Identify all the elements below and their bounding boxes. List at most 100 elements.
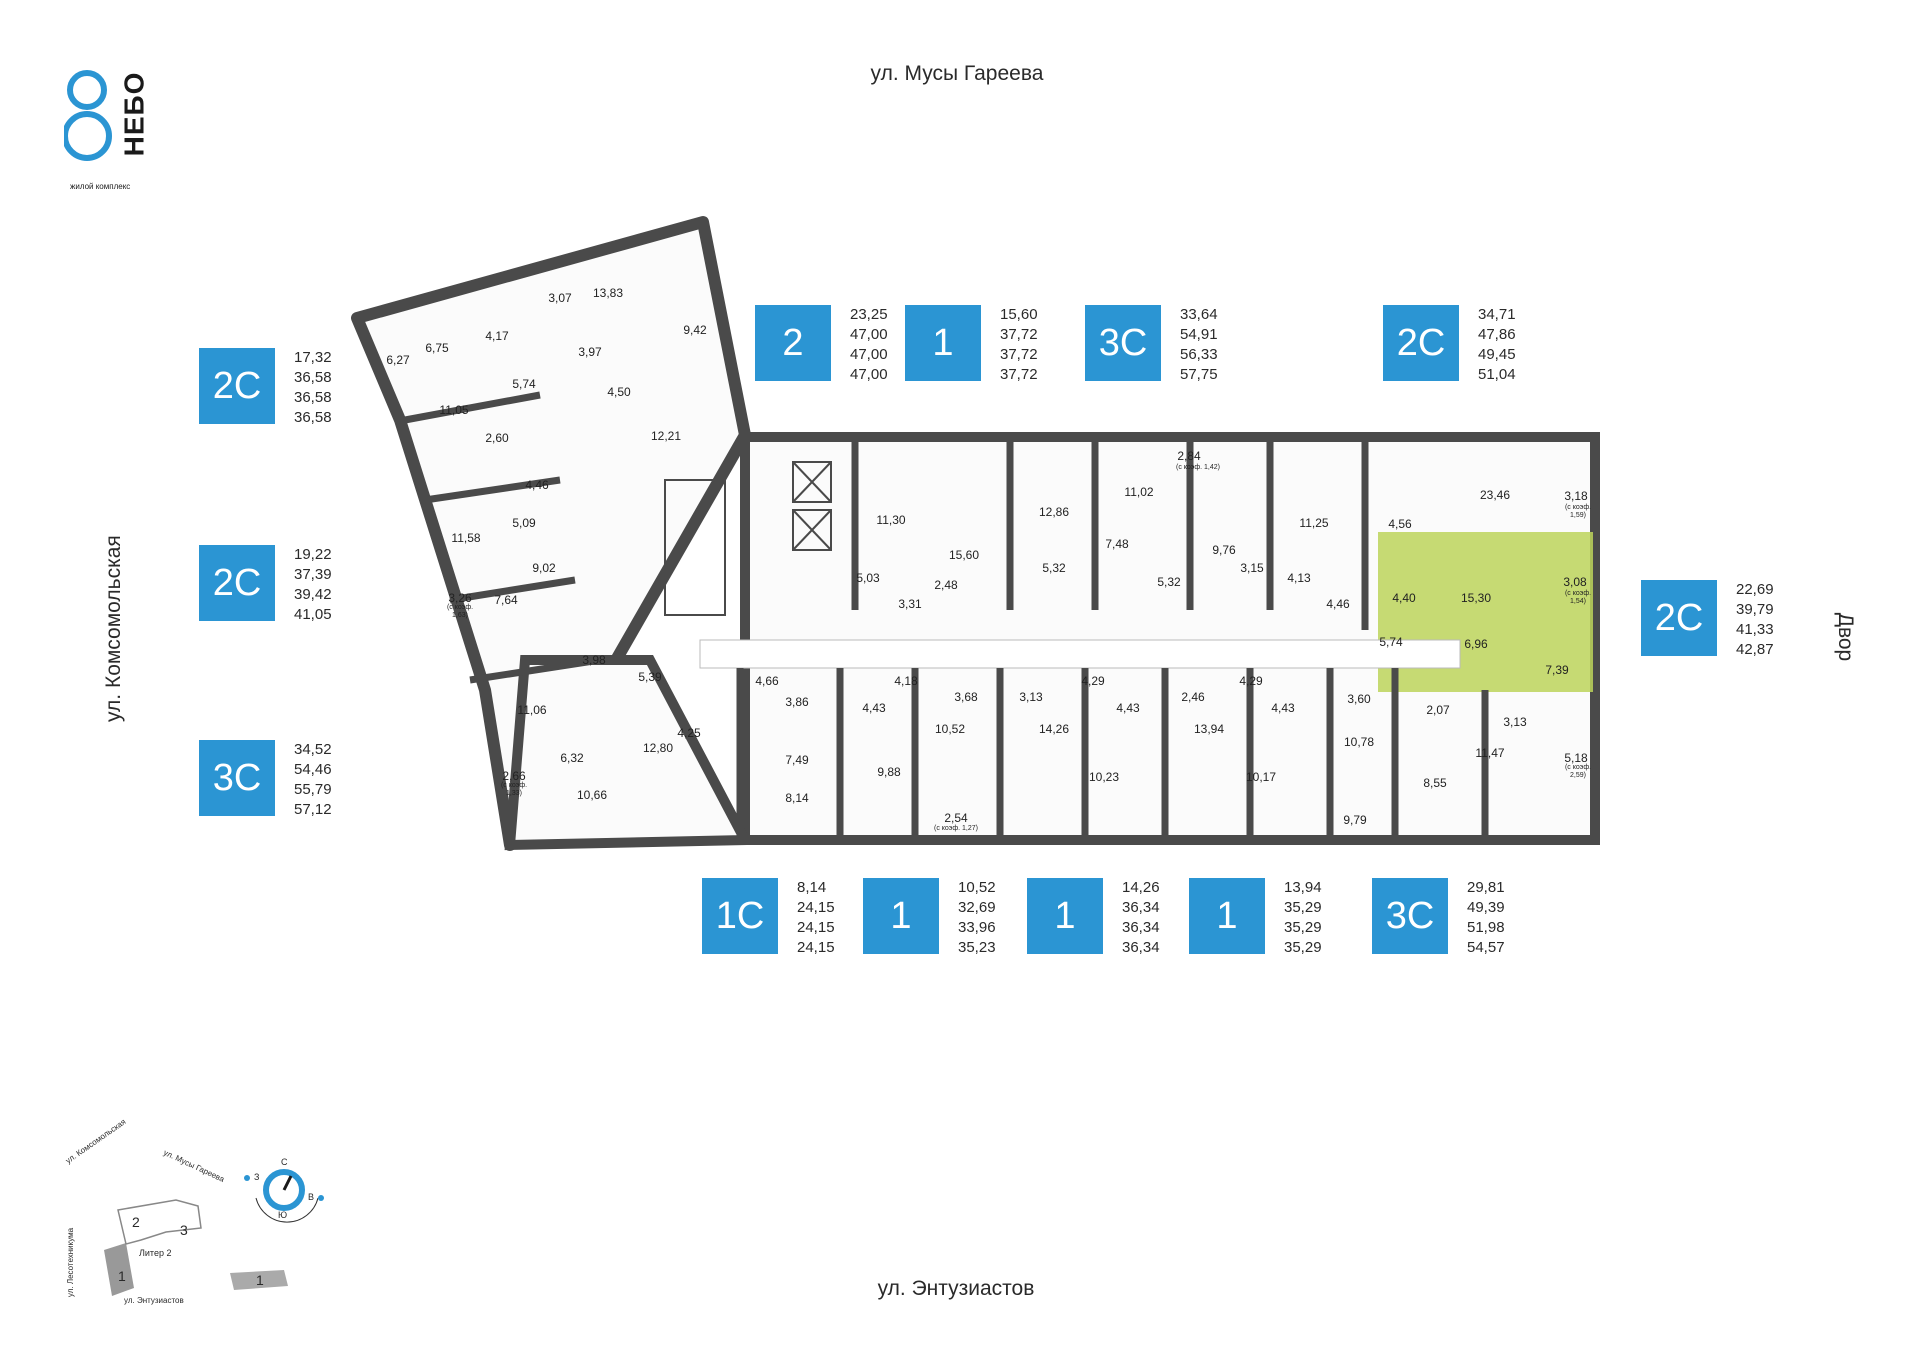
room-area: 6,75: [425, 341, 449, 355]
room-area: 2,54: [944, 811, 968, 825]
room-note: (с коэф. 1,33): [500, 782, 528, 797]
compass-needle: [282, 1175, 293, 1191]
logo-mark: [64, 70, 112, 161]
minimap-label-liter: Литер 2: [139, 1248, 172, 1258]
room-area: 4,40: [1392, 591, 1416, 605]
room-area: 4,18: [894, 674, 918, 688]
room-area: 4,46: [525, 478, 549, 492]
room-area: 6,27: [386, 353, 410, 367]
room-area: 3,13: [1503, 715, 1527, 729]
room-area: 2,48: [934, 578, 958, 592]
unit-type-badge[interactable]: 1: [1027, 878, 1103, 954]
room-area: 23,46: [1479, 488, 1511, 502]
minimap-block-label: 1: [118, 1268, 126, 1284]
room-area: 5,74: [512, 377, 536, 391]
room-area: 5,03: [856, 571, 880, 585]
unit-type-badge[interactable]: 1: [905, 305, 981, 381]
compass-north: С: [281, 1157, 288, 1167]
room-area: 11,02: [1124, 485, 1154, 499]
room-area: 15,30: [1460, 591, 1492, 605]
minimap-building-1: [104, 1243, 134, 1296]
room-area: 5,09: [512, 516, 536, 530]
room-area: 11,25: [1299, 516, 1329, 530]
room-area: 2,66: [502, 769, 526, 783]
elevator-2: [792, 509, 832, 551]
unit-type-badge[interactable]: 2С: [199, 348, 275, 424]
room-note: (с коэф. 1,54): [1564, 590, 1592, 605]
unit-type-badge[interactable]: 2С: [1383, 305, 1459, 381]
unit-type-badge[interactable]: 1: [863, 878, 939, 954]
room-area: 3,98: [582, 653, 606, 667]
unit-type-badge[interactable]: 2С: [199, 545, 275, 621]
compass-dot-west: [244, 1175, 250, 1181]
room-area: 11,06: [517, 703, 547, 717]
unit-type-badge[interactable]: 3С: [1372, 878, 1448, 954]
room-note: (с коэф. 1,42): [1176, 464, 1220, 471]
minimap-building-other: [230, 1270, 288, 1290]
room-area: 10,23: [1088, 770, 1120, 784]
minimap-block-label: 2: [132, 1214, 140, 1230]
room-area: 8,55: [1423, 776, 1447, 790]
room-note: (с коэф. 1,27): [934, 825, 978, 832]
room-area: 3,18: [1564, 489, 1588, 503]
room-area: 10,52: [934, 722, 966, 736]
room-area: 8,14: [785, 791, 809, 805]
room-area: 9,79: [1343, 813, 1367, 827]
room-area: 2,60: [485, 431, 509, 445]
unit-type-badge[interactable]: 1: [1189, 878, 1265, 954]
room-area: 10,66: [576, 788, 608, 802]
room-area: 11,30: [876, 513, 906, 527]
room-area: 3,86: [785, 695, 809, 709]
compass-west: З: [254, 1172, 260, 1182]
compass-east: В: [308, 1192, 315, 1202]
compass-south: Ю: [278, 1210, 288, 1220]
unit-type-badge[interactable]: 2: [755, 305, 831, 381]
unit-type-badge[interactable]: 1С: [702, 878, 778, 954]
room-area: 6,32: [560, 751, 584, 765]
compass-arc: [255, 1197, 319, 1223]
room-area: 14,26: [1038, 722, 1070, 736]
room-area: 12,86: [1038, 505, 1070, 519]
room-area: 4,43: [1271, 701, 1295, 715]
street-bottom-label: ул. Энтузиастов: [877, 1277, 1035, 1300]
unit-type-badge[interactable]: 3С: [199, 740, 275, 816]
room-area: 3,97: [578, 345, 602, 359]
unit-type-badge[interactable]: 2С: [1641, 580, 1717, 656]
stair-core: [664, 479, 726, 616]
room-area: 4,50: [607, 385, 631, 399]
room-note: (с коэф. 1,59): [1564, 504, 1592, 519]
room-area: 5,74: [1379, 635, 1403, 649]
room-area: 5,32: [1042, 561, 1066, 575]
elevator-1: [792, 461, 832, 503]
room-area: 9,88: [877, 765, 901, 779]
minimap-drawing: [104, 1169, 324, 1296]
room-area: 3,31: [898, 597, 922, 611]
room-area: 7,48: [1105, 537, 1129, 551]
room-area: 10,17: [1245, 770, 1277, 784]
room-area: 7,39: [1545, 663, 1569, 677]
room-area: 3,08: [1563, 575, 1587, 589]
room-area: 3,15: [1240, 561, 1264, 575]
room-area: 4,17: [485, 329, 509, 343]
room-area: 12,21: [650, 429, 682, 443]
room-area: 12,80: [642, 741, 674, 755]
room-area: 3,26: [448, 591, 472, 605]
unit-type-badge[interactable]: 3С: [1085, 305, 1161, 381]
room-area: 5,39: [638, 670, 662, 684]
room-area: 7,64: [494, 593, 518, 607]
lower-wing-outline: [504, 655, 754, 851]
room-area: 11,47: [1475, 746, 1505, 760]
room-area: 9,02: [532, 561, 556, 575]
room-area: 3,13: [1019, 690, 1043, 704]
room-area: 3,68: [954, 690, 978, 704]
room-area: 5,18: [1564, 751, 1588, 765]
